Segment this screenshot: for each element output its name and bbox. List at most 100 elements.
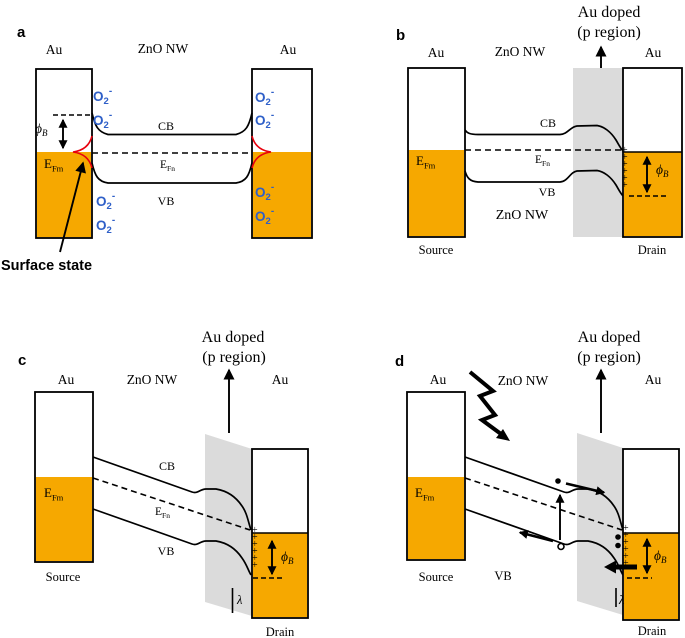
trapped-electron-dot [615,542,621,549]
source-electrode-border [406,391,466,561]
o2-ion-label: O2- [255,110,274,131]
electron-drift-arrow [565,482,606,496]
valence-band-curve [91,162,253,184]
drain-caption: Drain [638,624,667,638]
o2-ion-label: O2- [255,206,274,227]
lambda-label: λ [618,593,625,607]
efm-label: EFm [415,485,435,503]
valence-band-curve [464,169,624,197]
vb-label: VB [158,544,175,558]
panel-c: Au doped (p region) c Au ZnO NW Au EFm C… [18,329,309,638]
surface-state-pointer-arrow [59,161,86,253]
photon-lightning-bolt [468,370,503,436]
positive-charge-column: ++++++ [252,525,258,571]
efn-dashed-line [464,477,623,531]
source-electrode-filled-states [407,477,465,560]
source-electrode-border [407,67,466,238]
cb-label: CB [158,119,174,133]
surface-state-peak-right [251,135,272,169]
vb-label: VB [494,569,511,583]
source-electrode-filled-states [408,150,465,237]
phi-b-label: ϕB [656,162,669,179]
au-doped-label-line2: (p region) [577,349,641,366]
positive-charge-column: ++++++ [623,523,629,569]
nanowire-label: ZnO NW [127,372,178,387]
vb-label: VB [158,194,175,208]
nanowire-label: ZnO NW [138,41,189,56]
drain-electrode-border [251,68,313,239]
conduction-band-curve [92,456,252,531]
phi-b-label: ϕB [281,549,294,566]
valence-band-curve [92,508,252,576]
drain-caption: Drain [266,625,295,638]
panel-a-letter: a [17,24,26,41]
cb-label: CB [540,116,556,130]
efm-label: EFm [44,156,64,174]
trapped-electron-dot [615,534,621,540]
p-doped-region [577,433,623,615]
drain-electrode-filled-states [623,533,679,620]
drain-electrode-filled-states [623,152,682,237]
panel-a: a Au ZnO NW Au ϕB EFm CB EFn VB O2- O2- … [1,24,313,274]
au-doped-label-line1: Au doped [202,329,265,346]
panel-b: Au doped (p region) b Au ZnO NW Au EFm C… [396,4,683,257]
electrode-left-label: Au [430,372,447,387]
electrode-right-label: Au [645,45,662,60]
efn-label: EFn [160,159,175,173]
au-doped-label-line1: Au doped [578,4,641,21]
hole-drift-arrow [518,530,554,543]
surface-state-caption: Surface state [1,258,92,274]
au-doped-label-line2: (p region) [577,24,641,41]
phi-b-label: ϕB [654,548,667,565]
source-electrode-filled-states [35,477,93,562]
o2-ion-label: O2- [93,86,112,107]
cb-label: CB [159,459,175,473]
electrode-right-label: Au [280,42,297,57]
efn-label: EFn [155,506,170,520]
p-doped-region [205,434,252,616]
panel-c-letter: c [18,352,26,369]
hole-injection-thick-arrow [604,560,637,574]
panel-d-letter: d [395,353,404,370]
au-doped-label-line2: (p region) [202,349,266,366]
nanowire-label-bottom: ZnO NW [496,208,549,223]
drain-electrode-border [622,448,680,621]
o2-ion-label: O2- [93,110,112,131]
conduction-band-curve [91,112,253,136]
photon-bolt-arrowhead [496,429,510,441]
conduction-band-curve [464,124,624,152]
o2-ion-label: O2- [255,182,274,203]
source-caption: Source [419,570,454,584]
o2-ion-label: O2- [255,87,274,108]
efm-label: EFm [416,153,436,171]
electron-dot [555,478,561,484]
electrode-left-label: Au [58,372,75,387]
efm-label: EFm [44,485,64,503]
drain-electrode-filled-states [252,533,308,618]
source-caption: Source [46,570,81,584]
phi-b-label: ϕB [35,121,48,138]
o2-ion-label: O2- [96,191,115,212]
source-electrode-border [34,391,94,563]
electrode-right-label: Au [272,372,289,387]
drain-caption: Drain [638,243,667,257]
panel-b-letter: b [396,27,405,44]
surface-state-peak-left [72,135,93,169]
efn-dashed-line [92,477,251,531]
o2-ion-label: O2- [96,215,115,236]
lambda-label: λ [236,593,243,607]
electrode-left-label: Au [428,45,445,60]
nanowire-label: ZnO NW [495,44,546,59]
p-doped-region [573,68,623,237]
panel-d: Au doped (p region) d Au ZnO NW Au EFm +… [395,329,680,638]
vb-label: VB [539,185,556,199]
au-doped-label-line1: Au doped [578,329,641,346]
drain-electrode-filled-states [252,152,312,238]
electrode-right-label: Au [645,372,662,387]
nanowire-label: ZnO NW [498,373,549,388]
efn-label: EFn [535,154,550,168]
electrode-left-label: Au [46,42,63,57]
hole-circle [557,542,565,551]
positive-charge-column: ++++++ [622,145,628,191]
